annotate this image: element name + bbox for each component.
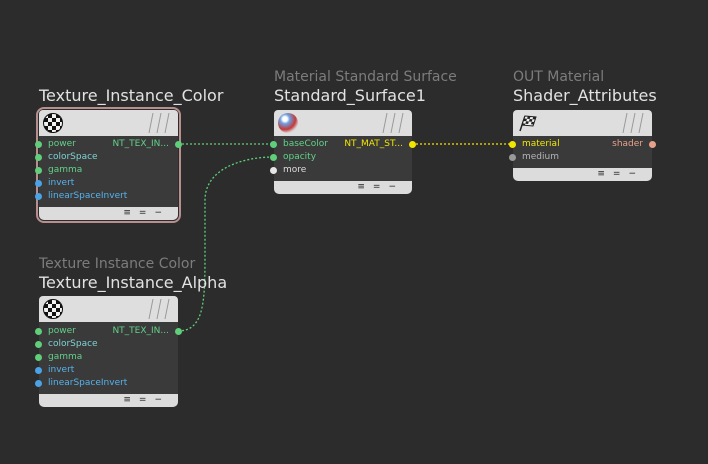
- node-name[interactable]: Shader_Attributes: [513, 86, 657, 105]
- material-ball-icon: [278, 113, 298, 133]
- node-footer: ≡=−: [39, 394, 178, 407]
- output-port[interactable]: [175, 328, 182, 335]
- output-label: NT_MAT_ST...: [344, 139, 403, 149]
- menu-icon[interactable]: ≡: [123, 395, 139, 405]
- input-label-opacity: opacity: [283, 152, 317, 162]
- input-port-material[interactable]: [509, 141, 516, 148]
- output-label: NT_TEX_IN...: [112, 139, 169, 149]
- input-label-invert: invert: [48, 365, 75, 375]
- node-name[interactable]: Texture_Instance_Color: [39, 86, 224, 105]
- input-label-more[interactable]: more: [283, 165, 307, 175]
- equals-icon[interactable]: =: [612, 169, 629, 179]
- input-label-power: power: [48, 326, 76, 336]
- checkered-flag-icon: [519, 115, 537, 132]
- input-label-gamma: gamma: [48, 165, 83, 175]
- input-label-basecolor: baseColor: [283, 139, 328, 149]
- input-label-linearspaceinvert: linearSpaceInvert: [48, 191, 128, 201]
- input-port-invert[interactable]: [35, 367, 42, 374]
- menu-icon[interactable]: ≡: [123, 208, 139, 218]
- node-type-label: Material Standard Surface: [274, 69, 457, 85]
- node-footer-icons: ≡=−: [597, 169, 644, 180]
- menu-icon[interactable]: ≡: [357, 182, 373, 192]
- node-type-label: OUT Material: [513, 69, 605, 85]
- node-texture-instance-color[interactable]: power NT_TEX_IN... colorSpace gamma inve…: [35, 107, 182, 223]
- input-label-power: power: [48, 139, 76, 149]
- input-label-medium: medium: [522, 152, 559, 162]
- input-port-power[interactable]: [35, 328, 42, 335]
- input-port-more[interactable]: [270, 167, 277, 174]
- wire-alpha-to-opacity[interactable]: [177, 156, 275, 332]
- output-port[interactable]: [175, 141, 182, 148]
- input-label-colorspace: colorSpace: [48, 339, 98, 349]
- node-standard-surface[interactable]: baseColor NT_MAT_ST... opacity more ≡=−: [270, 110, 416, 194]
- node-caption-shader-attributes: OUT Material Shader_Attributes: [513, 68, 657, 106]
- input-label-linearspaceinvert: linearSpaceInvert: [48, 378, 128, 388]
- input-label-colorspace: colorSpace: [48, 152, 98, 162]
- input-port-linearspaceinvert[interactable]: [35, 193, 42, 200]
- node-footer-icons: ≡=−: [123, 208, 170, 219]
- input-port-gamma[interactable]: [35, 167, 42, 174]
- texture-icon: [43, 113, 63, 133]
- node-header[interactable]: [274, 110, 412, 136]
- equals-icon[interactable]: =: [138, 208, 155, 218]
- node-header-slashes: [148, 299, 170, 319]
- output-label: NT_TEX_IN...: [112, 326, 169, 336]
- input-port-invert[interactable]: [35, 180, 42, 187]
- menu-icon[interactable]: ≡: [597, 169, 613, 179]
- node-texture-instance-alpha[interactable]: power NT_TEX_IN... colorSpace gamma inve…: [35, 296, 182, 407]
- input-port-colorspace[interactable]: [35, 341, 42, 348]
- node-name[interactable]: Texture_Instance_Alpha: [39, 273, 228, 292]
- input-port-power[interactable]: [35, 141, 42, 148]
- node-header[interactable]: [513, 110, 652, 136]
- equals-icon[interactable]: =: [372, 182, 389, 192]
- minimize-icon[interactable]: −: [154, 395, 170, 405]
- node-footer-icons: ≡=−: [357, 182, 404, 193]
- input-port-opacity[interactable]: [270, 154, 277, 161]
- node-footer: ≡=−: [513, 168, 652, 181]
- input-port-gamma[interactable]: [35, 354, 42, 361]
- node-shader-attributes[interactable]: material shader medium ≡=−: [509, 110, 656, 181]
- input-port-basecolor[interactable]: [270, 141, 277, 148]
- node-header[interactable]: [39, 110, 178, 138]
- texture-icon: [43, 299, 63, 319]
- node-name[interactable]: Standard_Surface1: [274, 86, 426, 105]
- node-header-slashes: [382, 113, 404, 133]
- input-label-invert: invert: [48, 178, 75, 188]
- node-footer-icons: ≡=−: [123, 395, 170, 406]
- node-footer: ≡=−: [274, 181, 412, 194]
- output-label: shader: [612, 139, 643, 149]
- minimize-icon[interactable]: −: [388, 182, 404, 192]
- minimize-icon[interactable]: −: [154, 208, 170, 218]
- output-port[interactable]: [409, 141, 416, 148]
- node-type-label: Texture Instance Color: [39, 256, 196, 272]
- node-header-slashes: [622, 113, 644, 133]
- node-footer: ≡=−: [39, 207, 178, 220]
- input-port-colorspace[interactable]: [35, 154, 42, 161]
- input-port-medium[interactable]: [509, 154, 516, 161]
- input-label-material: material: [522, 139, 560, 149]
- input-port-linearspaceinvert[interactable]: [35, 380, 42, 387]
- node-caption-texture-instance-alpha: Texture Instance Color Texture_Instance_…: [39, 255, 227, 293]
- node-caption-standard-surface: Material Standard Surface Standard_Surfa…: [274, 68, 457, 106]
- minimize-icon[interactable]: −: [628, 169, 644, 179]
- equals-icon[interactable]: =: [138, 395, 155, 405]
- node-header-slashes: [148, 113, 170, 133]
- node-body: power NT_TEX_IN... colorSpace gamma inve…: [35, 322, 182, 407]
- node-body: power NT_TEX_IN... colorSpace gamma inve…: [35, 136, 182, 220]
- output-port[interactable]: [649, 141, 656, 148]
- node-caption-texture-instance-color: Texture_Instance_Color: [39, 86, 223, 106]
- node-header[interactable]: [39, 296, 178, 322]
- input-label-gamma: gamma: [48, 352, 83, 362]
